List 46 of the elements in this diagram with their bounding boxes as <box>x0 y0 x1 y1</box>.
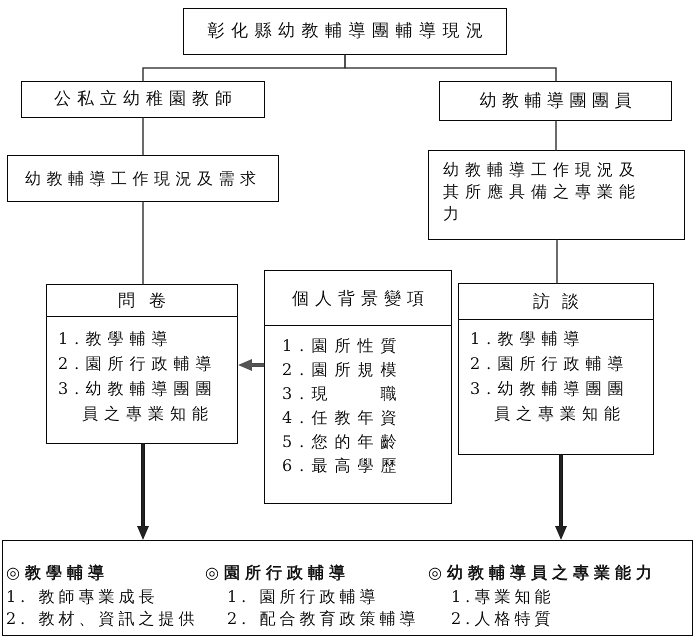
connector-line <box>344 55 557 81</box>
list-item: 6.最高學歷 <box>282 455 404 477</box>
connector-line <box>556 240 558 283</box>
arrow <box>137 444 149 540</box>
box-label: 公私立幼稚園教師 <box>54 88 238 111</box>
method-box <box>458 283 654 455</box>
list-item: 4.任教年資 <box>282 407 404 429</box>
variables-box <box>264 270 452 504</box>
list-item: 2.人格特質 <box>451 608 554 630</box>
list-item: 3.幼教輔導團團員之專業知能 <box>470 378 630 425</box>
list-item: 1. 教師專業成長 <box>6 586 158 608</box>
box-label: 彰化縣幼教輔導團輔導現況 <box>207 20 490 43</box>
list-item: 5.您的年齡 <box>282 431 404 453</box>
list-item: 1.教學輔導 <box>470 328 586 350</box>
box-label: 幼教輔導團團員 <box>480 90 637 112</box>
list-item: 2.園所規模 <box>282 359 404 381</box>
group-box <box>21 81 265 118</box>
arrow <box>238 359 264 371</box>
list-item: 1. 園所行政輔導 <box>227 586 380 608</box>
list-item: 1.專業知能 <box>451 586 554 608</box>
title-box <box>183 8 507 55</box>
arrow <box>555 455 567 540</box>
section-heading: ◎幼教輔導員之專業能力 <box>428 562 657 584</box>
box-label: 幼教輔導工作現況及其所應具備之專業能力 <box>443 159 642 225</box>
connector-line <box>555 121 557 150</box>
section-heading: ◎教學輔導 <box>6 562 109 584</box>
box-heading: 問卷 <box>47 285 237 317</box>
group-box <box>439 81 672 121</box>
list-item: 3.現 職 <box>282 383 404 405</box>
box-heading: 訪談 <box>459 284 653 320</box>
section-heading: ◎園所行政輔導 <box>205 562 350 584</box>
list-item: 3.幼教輔導團團員之專業知能 <box>58 378 218 425</box>
list-item: 1.園所性質 <box>282 335 404 357</box>
list-item: 2.園所行政輔導 <box>58 353 218 375</box>
topic-box <box>428 150 685 240</box>
box-heading: 個人背景變項 <box>265 271 451 326</box>
list-item: 2. 教材、資訊之提供 <box>6 608 198 630</box>
result-box <box>2 540 693 636</box>
connector-line <box>142 202 144 284</box>
method-box <box>46 284 238 444</box>
list-item: 2. 配合教育政策輔導 <box>227 608 420 630</box>
box-label: 幼教輔導工作現況及需求 <box>25 168 262 190</box>
connector-line <box>142 118 144 155</box>
topic-box <box>7 155 279 202</box>
list-item: 2.園所行政輔導 <box>470 353 630 375</box>
list-item: 1.教學輔導 <box>58 328 174 350</box>
